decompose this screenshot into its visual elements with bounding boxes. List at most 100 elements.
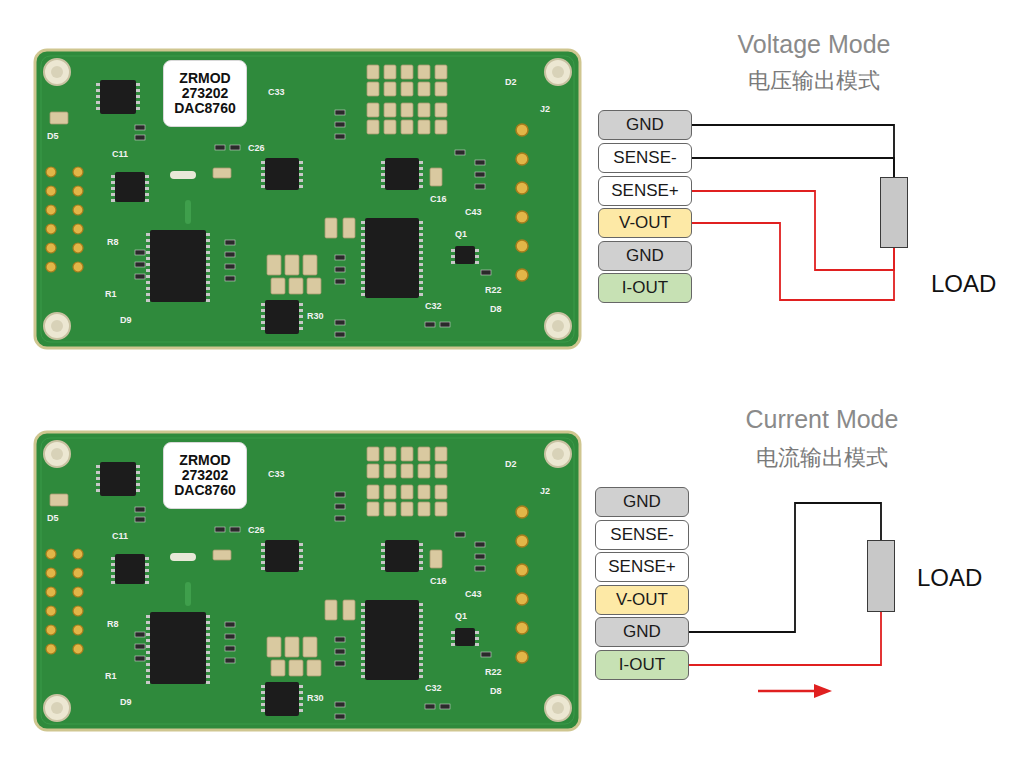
ic-package	[365, 600, 419, 680]
smd-resistor	[425, 322, 435, 327]
wire	[689, 503, 881, 632]
smd-resistor	[335, 661, 345, 666]
smd-resistor	[335, 714, 345, 719]
chip-lead	[299, 173, 303, 176]
chip-lead	[419, 221, 423, 224]
silkscreen-ref: C32	[425, 684, 442, 693]
chip-lead	[361, 239, 365, 242]
chip-lead	[261, 327, 265, 330]
pin-name: SENSE+	[608, 557, 676, 577]
smd-resistor	[225, 658, 235, 663]
mounting-hole-core	[51, 320, 63, 332]
chip-lead	[111, 181, 115, 184]
chip-lead	[261, 309, 265, 312]
capacitor	[289, 660, 303, 676]
chip-lead	[146, 275, 150, 278]
chip-lead	[451, 249, 455, 252]
chip-lead	[475, 261, 479, 264]
chip-lead	[361, 603, 365, 606]
chip-lead	[145, 193, 149, 196]
j2-pin	[516, 124, 528, 136]
chip-lead	[381, 161, 385, 164]
chip-lead	[299, 567, 303, 570]
ic-package	[115, 554, 145, 584]
chip-lead	[361, 233, 365, 236]
chip-lead	[206, 233, 210, 236]
chip-lead	[261, 167, 265, 170]
silkscreen-ref: C26	[248, 144, 265, 153]
chip-lead	[299, 327, 303, 330]
gnd-pin-box: GND	[598, 110, 692, 140]
j2-pin	[516, 211, 528, 223]
smd-resistor	[135, 632, 145, 637]
capacitor	[343, 600, 355, 620]
pcb-board	[35, 432, 580, 730]
chip-lead	[145, 569, 149, 572]
chip-lead	[381, 549, 385, 552]
capacitor	[418, 103, 430, 117]
capacitor	[430, 168, 442, 186]
chip-lead	[475, 637, 479, 640]
chip-lead	[419, 275, 423, 278]
chip-lead	[145, 199, 149, 202]
pcb-board	[35, 50, 580, 348]
chip-lead	[146, 663, 150, 666]
chip-lead	[146, 669, 150, 672]
chip-lead	[419, 627, 423, 630]
chip-lead	[475, 249, 479, 252]
chip-lead	[299, 549, 303, 552]
chip-lead	[136, 483, 140, 486]
chip-lead	[145, 563, 149, 566]
chip-lead	[419, 645, 423, 648]
module-label-sticker: ZRMOD 273202 DAC8760	[163, 60, 247, 127]
chip-lead	[261, 567, 265, 570]
wire	[692, 158, 894, 177]
chip-lead	[111, 563, 115, 566]
capacitor	[435, 82, 447, 96]
smd-resistor	[335, 110, 345, 115]
pin-name: I-OUT	[622, 278, 668, 298]
current-direction-arrow	[758, 684, 832, 698]
mounting-hole-core	[51, 448, 63, 460]
chip-lead	[206, 257, 210, 260]
capacitor	[271, 278, 285, 294]
mounting-hole	[44, 695, 70, 721]
mounting-hole-core	[552, 448, 564, 460]
chip-lead	[419, 549, 423, 552]
chip-lead	[146, 615, 150, 618]
chip-lead	[206, 293, 210, 296]
sense-pin-box: SENSE-	[598, 143, 692, 173]
capacitor	[343, 218, 355, 238]
chip-lead	[361, 245, 365, 248]
smd-resistor	[440, 322, 450, 327]
board-slot	[185, 582, 191, 606]
chip-lead	[261, 161, 265, 164]
chip-lead	[299, 167, 303, 170]
header-pin	[73, 262, 83, 272]
capacitor	[435, 103, 447, 117]
chip-lead	[299, 561, 303, 564]
capacitor	[435, 502, 447, 516]
capacitor	[418, 65, 430, 79]
chip-lead	[111, 581, 115, 584]
capacitor	[418, 464, 430, 478]
capacitor	[418, 447, 430, 461]
chip-lead	[111, 557, 115, 560]
smd-resistor	[335, 332, 345, 337]
smd-resistor	[425, 704, 435, 709]
chip-lead	[261, 315, 265, 318]
j2-pin	[516, 240, 528, 252]
chip-lead	[146, 281, 150, 284]
chip-lead	[361, 221, 365, 224]
chip-lead	[419, 543, 423, 546]
chip-lead	[146, 657, 150, 660]
mounting-hole	[44, 59, 70, 85]
chip-lead	[206, 645, 210, 648]
chip-lead	[111, 175, 115, 178]
chip-lead	[206, 287, 210, 290]
chip-lead	[299, 691, 303, 694]
capacitor	[213, 168, 231, 178]
chip-lead	[261, 709, 265, 712]
capacitor	[325, 218, 337, 238]
